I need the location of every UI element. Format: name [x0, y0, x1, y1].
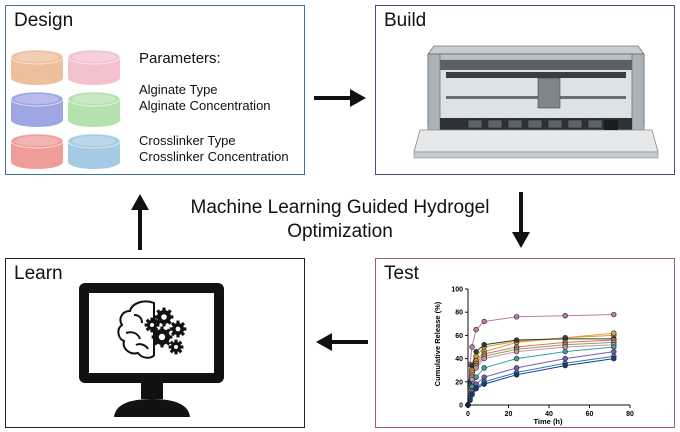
data-point	[469, 391, 475, 398]
data-point	[562, 312, 568, 319]
data-point	[481, 341, 487, 348]
design-title: Design	[14, 10, 74, 31]
data-point	[513, 365, 520, 371]
data-point	[513, 314, 520, 320]
data-point	[513, 372, 520, 378]
liquid-handler-robot-icon	[413, 45, 659, 159]
data-point	[481, 355, 487, 362]
gel-disks	[10, 49, 121, 169]
data-point	[611, 355, 617, 362]
x-tick-label: 60	[586, 411, 594, 418]
data-point	[481, 318, 487, 325]
brain-gears-icon	[117, 300, 155, 359]
gel-disk-icon	[10, 133, 64, 169]
data-point	[469, 344, 475, 350]
series-line	[467, 358, 614, 406]
release-chart: 0 20 40 60 80 100 0 20 40 60 80 Time (h) Cumulativ…	[433, 287, 634, 427]
chart-ylabel: Cumulative Release (%)	[433, 301, 442, 386]
arrow-up-icon	[131, 194, 149, 250]
series-line	[467, 314, 614, 406]
gear-icon	[168, 339, 184, 355]
arrow-left-icon	[316, 333, 368, 351]
gel-disk-icon	[10, 91, 64, 127]
build-title: Build	[384, 10, 427, 31]
center-title-line-1: Machine Learning Guided Hydrogel	[190, 197, 490, 218]
center-title-line-2: Optimization	[287, 221, 393, 242]
gear-icons	[144, 307, 187, 355]
parameter-item: Crosslinker Concentration	[139, 149, 289, 164]
data-point	[481, 381, 487, 387]
parameter-item: Alginate Type	[139, 82, 218, 97]
data-point	[513, 355, 520, 362]
series-line	[467, 341, 614, 406]
gear-icon	[154, 307, 174, 327]
y-tick-label: 80	[455, 310, 463, 317]
gel-disk-icon	[67, 133, 121, 169]
y-tick-label: 60	[455, 333, 463, 340]
data-point	[611, 344, 617, 350]
gear-icon	[169, 320, 187, 338]
data-point	[473, 386, 479, 392]
test-title: Test	[384, 263, 419, 284]
data-point	[473, 353, 479, 359]
x-tick-label: 40	[545, 411, 553, 418]
parameter-item: Alginate Concentration	[139, 98, 271, 113]
gel-disk-icon	[10, 49, 64, 85]
y-tick-label: 0	[459, 403, 463, 410]
gel-disk-icon	[67, 91, 121, 127]
test-panel: Test 0 20 40 60 80 100 0 20 40 60 80 Time (h) Cumu…	[375, 258, 675, 428]
y-tick-label: 20	[455, 379, 463, 386]
parameter-item: Crosslinker Type	[139, 133, 236, 148]
gear-icon	[144, 317, 160, 333]
data-point	[469, 376, 475, 383]
data-point	[562, 355, 568, 362]
data-point	[611, 311, 617, 318]
y-tick-label: 40	[455, 356, 463, 363]
learn-panel: Learn	[5, 258, 305, 428]
data-point	[562, 348, 568, 355]
x-tick-label: 80	[626, 411, 634, 418]
design-panel: Design Parameters: Alginate Type Alginat…	[5, 5, 305, 175]
data-point	[562, 362, 568, 369]
x-tick-label: 0	[466, 411, 470, 418]
parameters-heading: Parameters:	[139, 50, 221, 67]
gel-disk-icon	[67, 49, 121, 85]
learn-title: Learn	[14, 263, 63, 284]
data-point	[611, 348, 617, 355]
data-point	[473, 374, 479, 380]
y-tick-label: 100	[451, 287, 463, 294]
chart-xlabel: Time (h)	[533, 417, 563, 426]
x-tick-label: 20	[505, 411, 513, 418]
build-panel: Build	[375, 5, 675, 175]
data-point	[481, 374, 487, 380]
data-point	[473, 348, 479, 355]
data-point	[473, 365, 479, 371]
data-point	[513, 348, 520, 355]
computer-monitor-icon	[79, 283, 224, 417]
arrow-right-icon	[314, 89, 366, 107]
series-line	[467, 344, 614, 406]
data-point	[513, 337, 520, 343]
data-point	[562, 344, 568, 350]
data-point	[473, 326, 479, 333]
data-point	[611, 330, 617, 336]
data-point	[481, 365, 487, 371]
